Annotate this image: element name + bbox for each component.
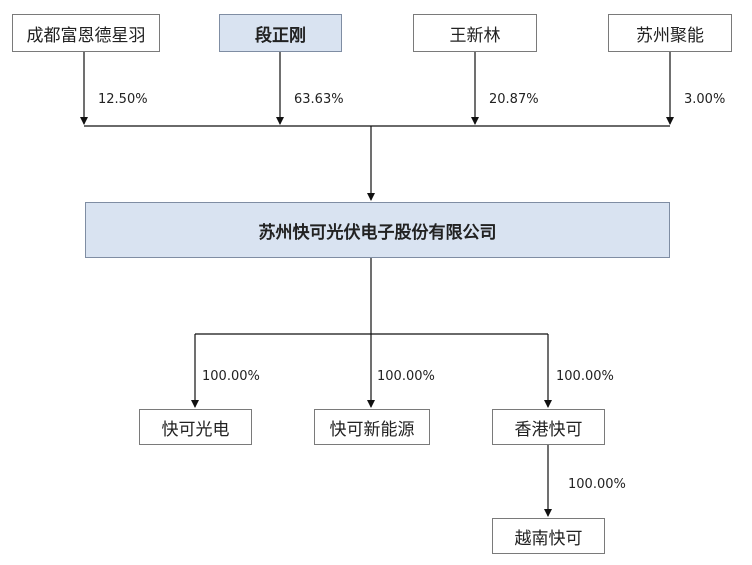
sub-subsidiary-pct: 100.00% [568, 477, 626, 492]
shareholder-pct-2: 63.63% [294, 92, 344, 107]
subsidiary-pct-1: 100.00% [202, 369, 260, 384]
subsidiary-box-2: 快可新能源 [314, 409, 430, 445]
shareholder-box-3: 王新林 [413, 14, 537, 52]
company-box: 苏州快可光伏电子股份有限公司 [85, 202, 670, 258]
subsidiary-pct-3: 100.00% [556, 369, 614, 384]
shareholder-pct-3: 20.87% [489, 92, 539, 107]
subsidiary-pct-2: 100.00% [377, 369, 435, 384]
shareholder-pct-1: 12.50% [98, 92, 148, 107]
shareholder-pct-4: 3.00% [684, 92, 726, 107]
shareholder-box-1: 成都富恩德星羽 [12, 14, 160, 52]
subsidiary-box-1: 快可光电 [139, 409, 252, 445]
shareholder-box-2: 段正刚 [219, 14, 342, 52]
subsidiary-box-3: 香港快可 [492, 409, 605, 445]
sub-subsidiary-box: 越南快可 [492, 518, 605, 554]
shareholder-box-4: 苏州聚能 [608, 14, 732, 52]
